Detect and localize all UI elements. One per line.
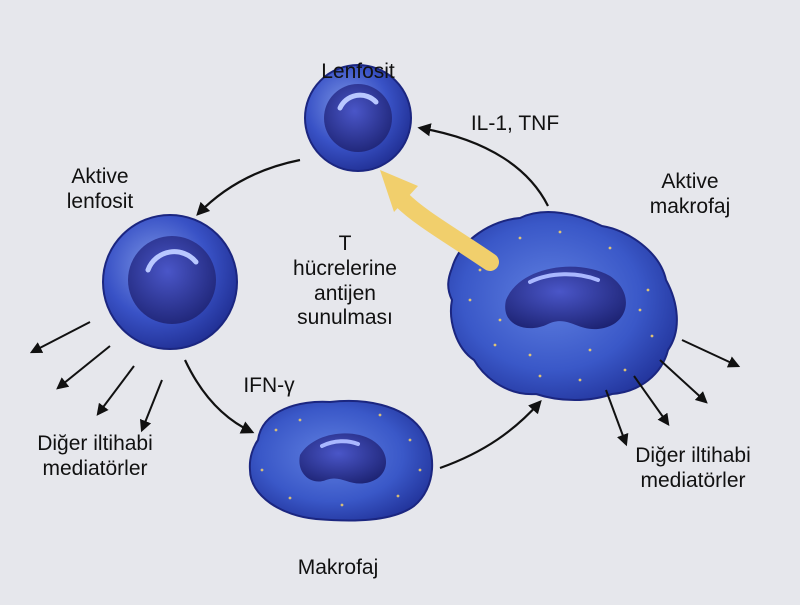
label-antigen-presentation: T hücrelerine antijen sunulması: [293, 232, 397, 330]
arrow-macrophage-to-active-macrophage: [439, 400, 542, 470]
label-ifn-gamma: IFN-γ: [243, 374, 295, 397]
right-mediator-arrows: [605, 339, 741, 447]
label-active-macrophage: Aktive makrofaj: [649, 170, 731, 218]
macrophage-cell: [248, 399, 433, 522]
left-mediator-arrows: [29, 321, 163, 433]
active-macrophage-cell: [447, 211, 678, 401]
label-macrophage: Makrofaj: [297, 556, 379, 579]
label-left-mediators: Diğer iltihabi mediatörler: [37, 432, 153, 480]
label-active-lymphocyte: Aktive lenfosit: [66, 165, 134, 213]
arrow-active-to-macrophage: [184, 359, 255, 434]
arrow-active-macrophage-to-lymphocyte: [417, 123, 549, 207]
arrow-lymphocyte-to-active: [196, 158, 301, 216]
label-lymphocyte: Lenfosit: [321, 60, 395, 83]
label-right-mediators: Diğer iltihabi mediatörler: [635, 444, 751, 492]
antigen-presentation-arrow: [380, 170, 499, 271]
active-lymphocyte-cell: [102, 214, 238, 350]
label-cytokines: IL-1, TNF: [470, 112, 560, 135]
lymphocyte-cell: [304, 64, 412, 172]
